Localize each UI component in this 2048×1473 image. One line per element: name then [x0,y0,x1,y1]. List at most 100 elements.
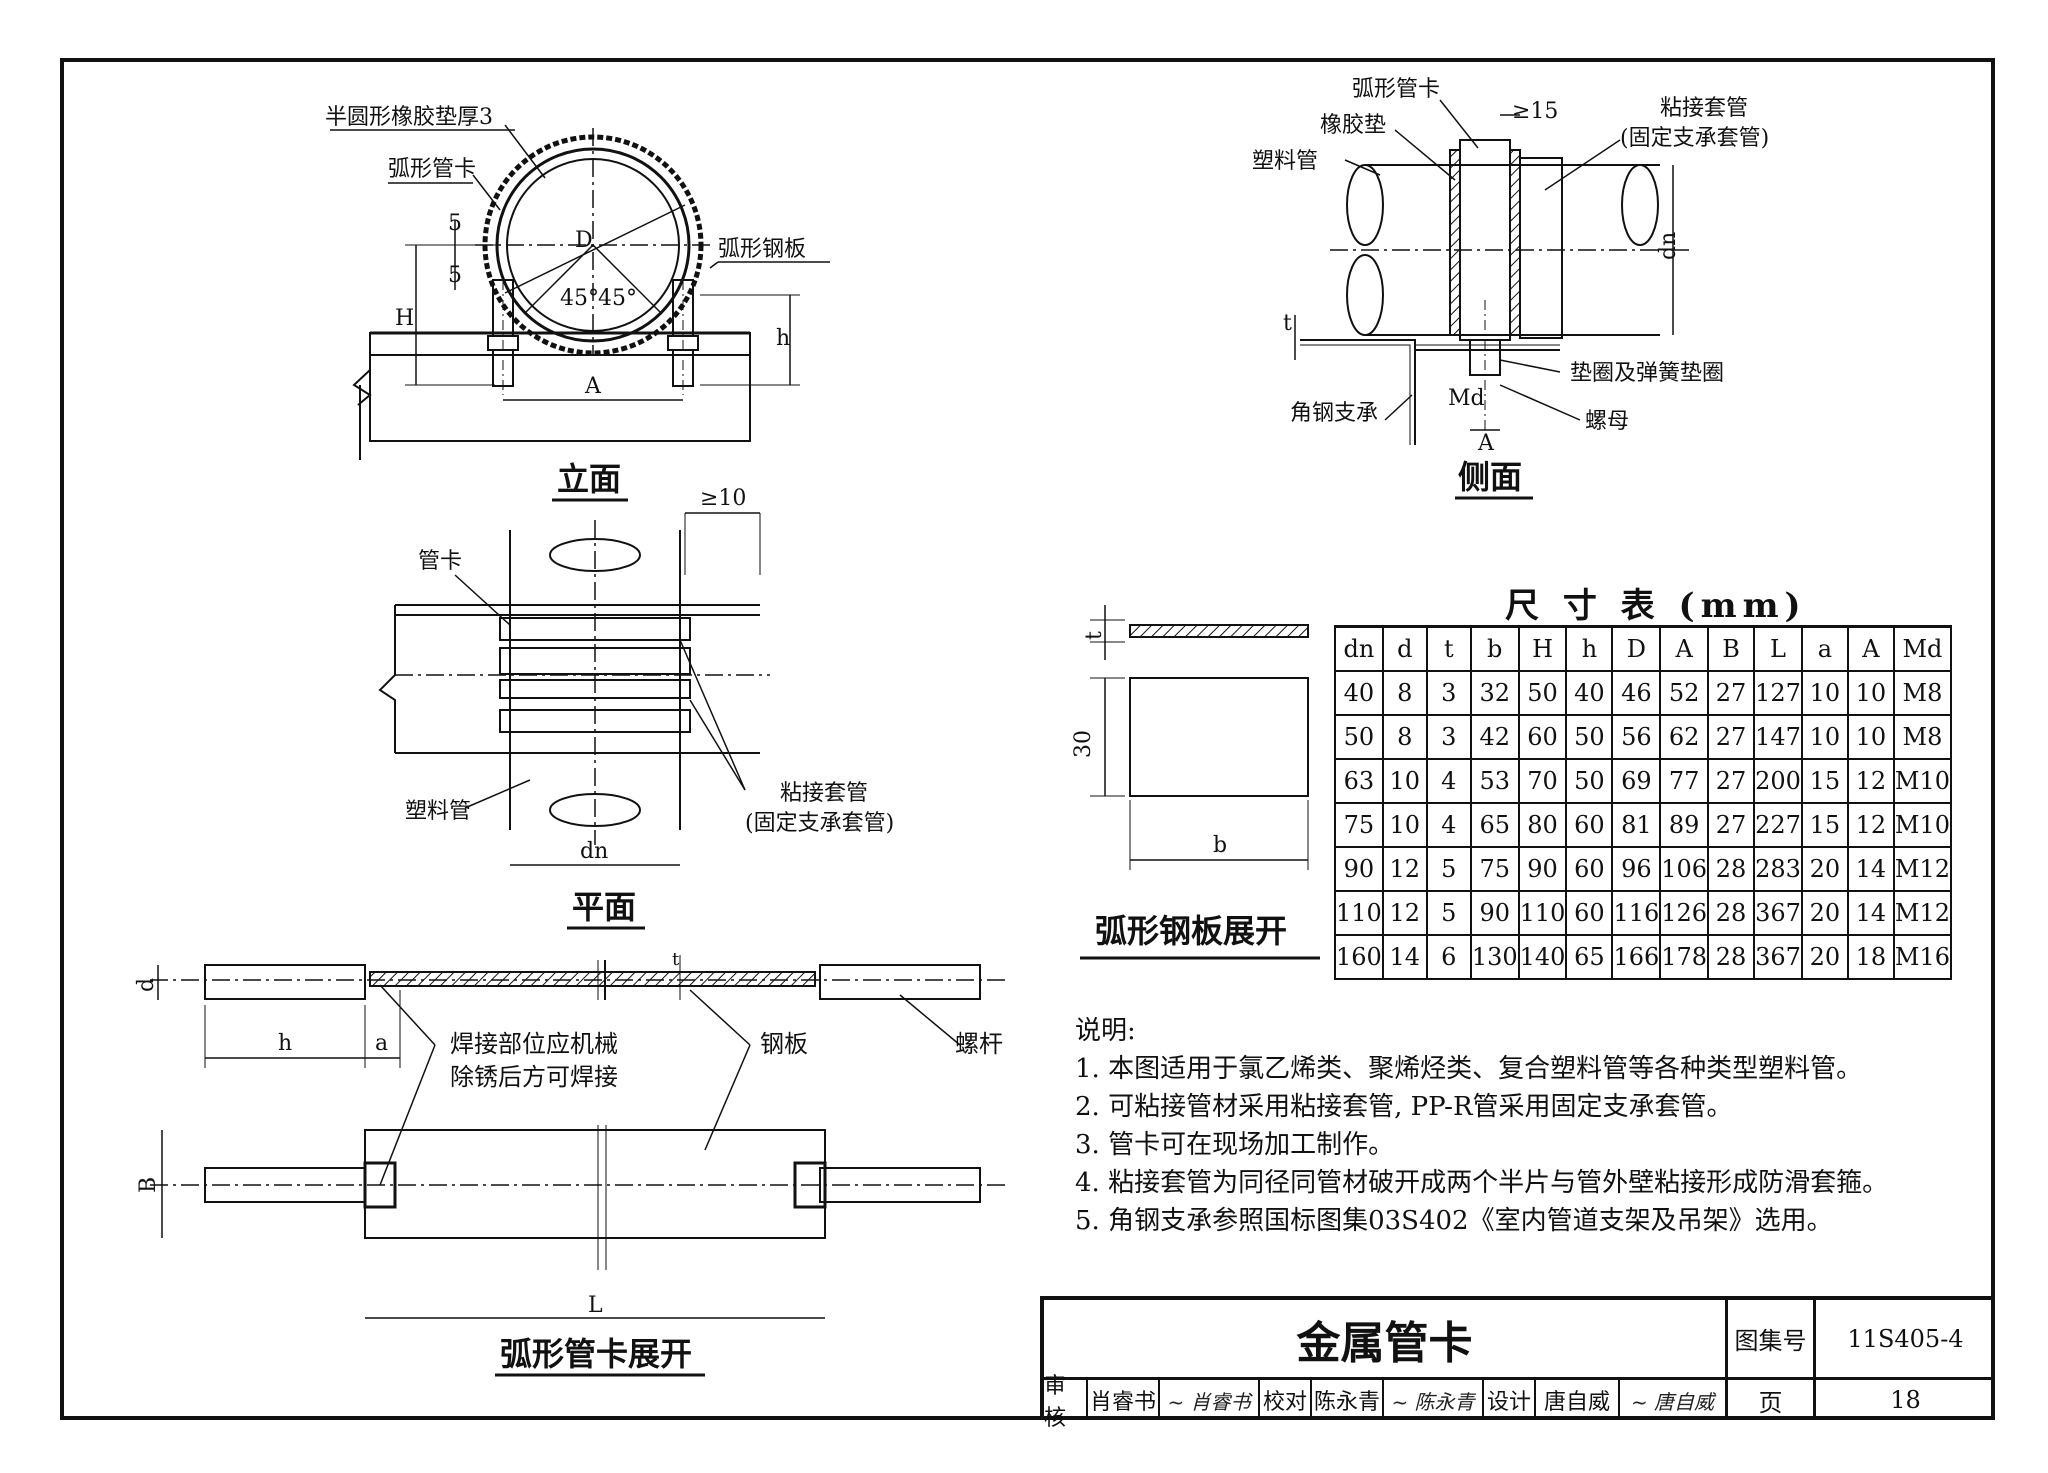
size-table-cell: 15 [1800,802,1849,848]
side-angle-label: 角钢支承 [1290,401,1378,426]
size-table-cell: 10 [1381,758,1428,804]
size-table-cell: M16 [1892,934,1953,980]
reviewer-signature: ~ 肖睿书 [1160,1380,1260,1420]
size-table-cell: 10 [1381,802,1428,848]
dev-dim-L: L [588,1293,603,1318]
page-label: 页 [1728,1380,1816,1420]
size-table-cell: 5 [1425,846,1472,892]
size-table-cell: 81 [1611,802,1662,848]
size-table-cell: 14 [1846,846,1895,892]
size-table-header-cell: A [1659,625,1710,672]
elevation-view-label: 立面 [557,460,621,498]
size-table-cell: 14 [1846,890,1895,936]
size-table-header-cell: D [1611,625,1662,672]
size-table-cell: 14 [1381,934,1428,980]
size-table-header-cell: h [1565,625,1614,672]
size-table-cell: M8 [1892,714,1953,760]
dev-dim-h: h [278,1031,292,1056]
side-dim-dn: dn [1656,232,1681,260]
reviewer-name: 肖睿书 [1088,1380,1160,1420]
size-table-cell: 89 [1659,802,1710,848]
dev-weld-note-2: 除锈后方可焊接 [450,1063,618,1091]
designer-signature: ~ 唐自威 [1620,1380,1728,1420]
size-table-cell: 110 [1334,890,1384,936]
size-table-cell: 12 [1846,758,1895,804]
side-labels: 弧形管卡 ≥15 粘接套管 (固定支承套管) 橡胶垫 塑料管 dn t 垫圈及弹… [1252,77,1769,496]
size-table-cell: 15 [1800,758,1849,804]
size-table-cell: 10 [1846,714,1895,760]
size-table-cell: 12 [1381,890,1428,936]
size-table-cell: 52 [1659,670,1710,716]
elevation-view [330,124,830,460]
size-table-cell: 283 [1753,846,1803,892]
size-table-cell: 65 [1565,934,1614,980]
plate-dim-30: 30 [1071,730,1096,758]
plate-development-view [1090,605,1309,870]
size-table-cell: 28 [1707,890,1756,936]
elev-angle-right: 45° [598,286,637,311]
size-table-header-cell: a [1800,625,1849,672]
plan-sleeve-label: 粘接套管 [780,781,868,806]
size-table-cell: 106 [1659,846,1710,892]
note-item: 3. 管卡可在现场加工制作。 [1075,1130,1395,1160]
size-table-cell: 60 [1517,714,1568,760]
size-table-cell: 4 [1425,802,1472,848]
size-table-cell: 10 [1800,714,1849,760]
size-table-cell: 77 [1659,758,1710,804]
elev-clamp-label: 弧形管卡 [388,157,476,182]
note-item: 2. 可粘接管材采用粘接套管, PP-R管采用固定支承套管。 [1075,1092,1733,1122]
size-table-cell: 6 [1425,934,1472,980]
size-table-header-cell: L [1753,625,1803,672]
size-table-cell: 27 [1707,758,1756,804]
check-label: 校对 [1260,1380,1312,1420]
size-table-cell: 27 [1707,714,1756,760]
size-table-cell: 96 [1611,846,1662,892]
size-table-cell: 50 [1565,758,1614,804]
elev-rubber-pad-label: 半圆形橡胶垫厚3 [325,105,493,130]
size-table-cell: 367 [1753,934,1803,980]
size-table-cell: 46 [1611,670,1662,716]
size-table-cell: 140 [1517,934,1568,980]
size-table-cell: 60 [1565,802,1614,848]
size-table-cell: M12 [1892,846,1953,892]
elev-steel-plate-label: 弧形钢板 [718,237,806,262]
side-dim-Md: Md [1448,386,1485,411]
dev-dim-B: B [136,1177,161,1193]
size-table-cell: 65 [1469,802,1520,848]
side-nut-label: 螺母 [1585,409,1629,434]
size-table-cell: 40 [1565,670,1614,716]
size-table-cell: 28 [1707,846,1756,892]
size-table-cell: 20 [1800,890,1849,936]
dev-dim-t: t [672,949,680,970]
note-item: 1. 本图适用于氯乙烯类、聚烯烃类、复合塑料管等各种类型塑料管。 [1075,1054,1863,1084]
dev-weld-note-1: 焊接部位应机械 [450,1030,618,1058]
side-washer-label: 垫圈及弹簧垫圈 [1570,361,1724,386]
size-table-header-cell: t [1425,625,1472,672]
size-table-cell: 62 [1659,714,1710,760]
checker-name: 陈永青 [1312,1380,1384,1420]
size-table-cell: 166 [1611,934,1662,980]
side-view-label: 侧面 [1458,458,1522,496]
checker-signature: ~ 陈永青 [1384,1380,1484,1420]
size-table-cell: 126 [1659,890,1710,936]
size-table-cell: 3 [1425,714,1472,760]
side-rubber-label: 橡胶垫 [1320,113,1386,138]
design-label: 设计 [1484,1380,1536,1420]
side-view [1294,99,1690,445]
size-table-cell: 80 [1517,802,1568,848]
size-table-cell: 3 [1425,670,1472,716]
size-table-cell: 90 [1334,846,1384,892]
side-dim-A: A [1477,431,1495,456]
plan-view [378,512,770,866]
size-table-cell: 63 [1334,758,1384,804]
size-table-cell: 367 [1753,890,1803,936]
side-dim-t: t [1283,311,1292,336]
drawing-title: 金属管卡 [1044,1300,1728,1380]
plan-gap-label: ≥10 [700,486,746,511]
